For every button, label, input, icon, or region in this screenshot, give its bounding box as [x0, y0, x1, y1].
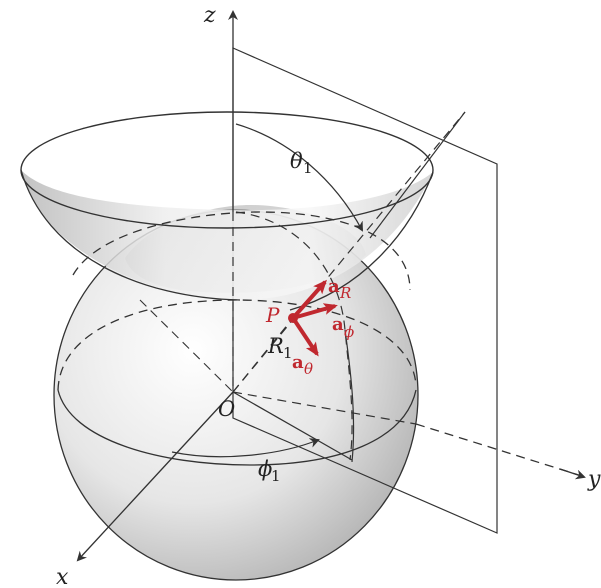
theta-symbol: θ — [290, 149, 303, 173]
x-axis-label: x — [56, 565, 69, 588]
origin-label: O — [218, 397, 235, 421]
theta-angle-arc — [235, 123, 363, 232]
vector-a-phi-base: a — [332, 314, 344, 335]
intersection-circle-back — [72, 211, 411, 291]
point-P-label: P — [265, 303, 280, 327]
cone-generator-left — [139, 299, 234, 393]
phi-1-label: ϕ 1 — [258, 457, 281, 485]
y-axis — [415, 423, 583, 477]
z-axis-label: z — [203, 3, 216, 28]
vector-a-R-base: a — [328, 276, 340, 297]
vector-a-theta-label: a θ — [292, 352, 313, 378]
point-P — [288, 313, 298, 323]
phi-projection-line — [232, 391, 353, 461]
equator-front — [57, 389, 417, 466]
phi-angle-arc — [171, 438, 320, 458]
x-axis — [76, 391, 234, 562]
meridian-arc — [235, 211, 353, 461]
y-axis-label: y — [587, 467, 601, 492]
vector-a-phi — [292, 303, 338, 320]
y-axis-dashed — [232, 391, 417, 425]
vector-a-R — [291, 279, 327, 320]
phi-symbol: ϕ — [258, 457, 272, 481]
y-axis-tip — [559, 468, 586, 480]
cone-right-edge — [289, 171, 434, 311]
theta-subscript: 1 — [303, 159, 313, 177]
vector-a-phi-subscript: ϕ — [344, 323, 354, 341]
vector-a-phi-label: a ϕ — [332, 314, 354, 341]
phi-subscript: 1 — [271, 467, 281, 485]
theta-1-label: θ 1 — [290, 149, 313, 177]
cone-left-edge — [20, 169, 241, 301]
radius-R1-label: R 1 — [267, 334, 293, 362]
vector-a-R-label: a R — [328, 276, 351, 302]
cone-generator-right — [232, 111, 466, 393]
equator-back — [57, 299, 417, 391]
vector-a-R-subscript: R — [339, 284, 351, 302]
vector-a-theta-subscript: θ — [304, 360, 313, 378]
radius-symbol: R — [267, 334, 284, 358]
cone-generator-outer — [369, 111, 466, 239]
vector-a-theta — [291, 316, 319, 357]
vector-a-theta-base: a — [292, 352, 304, 373]
cone-surface — [21, 170, 433, 300]
meridian-arc-lower — [344, 329, 355, 463]
radius-subscript: 1 — [283, 344, 293, 362]
